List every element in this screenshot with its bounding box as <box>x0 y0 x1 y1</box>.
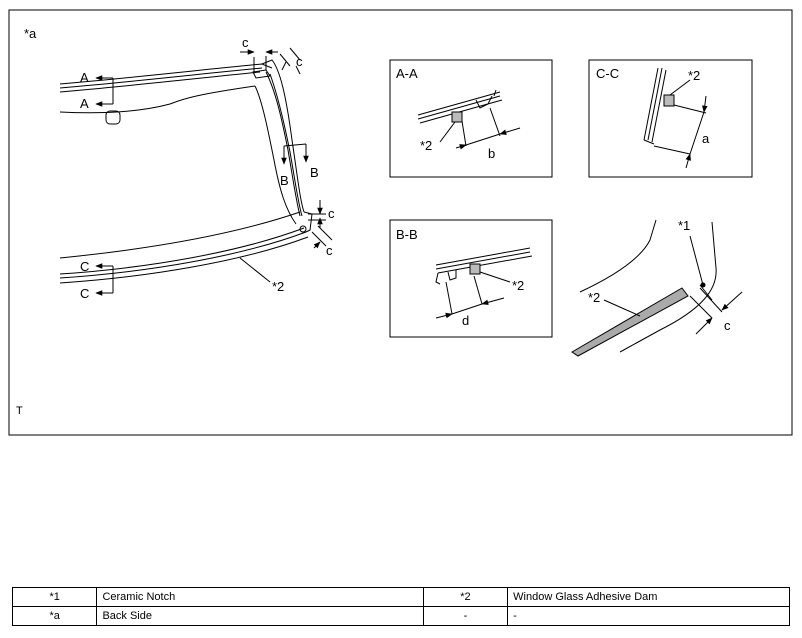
section-cc-title: C-C <box>596 66 619 81</box>
main-dim-c-lowright: c <box>326 243 333 258</box>
section-cc-callout: *2 <box>688 68 700 83</box>
section-aa-dim <box>455 107 521 150</box>
section-bb-leader <box>479 271 511 283</box>
windshield-outline <box>59 59 313 284</box>
cut-line-c <box>95 263 114 296</box>
section-cc-dimension: a <box>702 131 710 146</box>
main-dam-leader <box>239 257 271 283</box>
corner-notch <box>299 225 307 233</box>
legend-key: *2 <box>422 587 509 607</box>
legend-value: - <box>507 606 790 626</box>
corner-mark: T <box>16 405 23 417</box>
section-cc-frame <box>588 59 753 178</box>
legend-value: Back Side <box>96 606 424 626</box>
cut-label-c-bottom: C <box>80 286 89 301</box>
main-dim-c-marks <box>240 47 333 249</box>
main-dim-c-top: c <box>242 35 249 50</box>
diagram-frame <box>8 9 793 436</box>
legend-value: Ceramic Notch <box>96 587 424 607</box>
cut-line-a <box>95 75 114 107</box>
top-corner-notch <box>252 69 271 79</box>
legend-value: Window Glass Adhesive Dam <box>507 587 790 607</box>
section-aa-dimension: b <box>488 146 495 161</box>
section-bb-dimension: d <box>462 313 469 328</box>
legend-key: *1 <box>11 587 98 607</box>
detail-notch-leader <box>689 235 704 286</box>
section-bb-glass <box>435 247 533 285</box>
main-dim-c-right: c <box>328 206 335 221</box>
section-cc-dim <box>653 95 708 169</box>
section-aa-leader <box>439 121 456 143</box>
section-aa-title: A-A <box>396 66 418 81</box>
cut-label-c-top: C <box>80 259 89 274</box>
section-aa-dam <box>451 111 463 123</box>
cut-label-b-left: B <box>280 173 289 188</box>
section-bb-callout: *2 <box>512 278 524 293</box>
section-bb-dim <box>435 275 505 319</box>
legend-key: *a <box>11 606 98 626</box>
section-aa-frame <box>389 59 553 178</box>
section-aa-callout: *2 <box>420 138 432 153</box>
detail-callout-notch: *1 <box>678 218 690 233</box>
cut-line-b <box>281 143 309 165</box>
legend-key: - <box>422 606 509 626</box>
main-dam-callout: *2 <box>272 279 284 294</box>
section-bb-dam <box>469 263 481 275</box>
detail-dim <box>689 287 743 335</box>
detail-dam <box>571 287 689 357</box>
detail-view <box>579 219 717 353</box>
main-dim-c-topright: c <box>296 54 303 69</box>
section-bb-frame <box>389 219 553 338</box>
section-bb-title: B-B <box>396 227 418 242</box>
section-cc-glass <box>643 67 667 145</box>
view-label: *a <box>24 26 37 41</box>
section-cc-dam <box>663 94 675 107</box>
detail-dam-leader <box>603 299 641 317</box>
detail-dimension: c <box>724 318 731 333</box>
cut-label-a-bottom: A <box>80 96 89 111</box>
detail-callout-dam: *2 <box>588 290 600 305</box>
mirror-mount <box>105 110 121 125</box>
cut-label-b-right: B <box>310 165 319 180</box>
section-cc-leader <box>669 79 691 96</box>
cut-label-a-top: A <box>80 70 89 85</box>
